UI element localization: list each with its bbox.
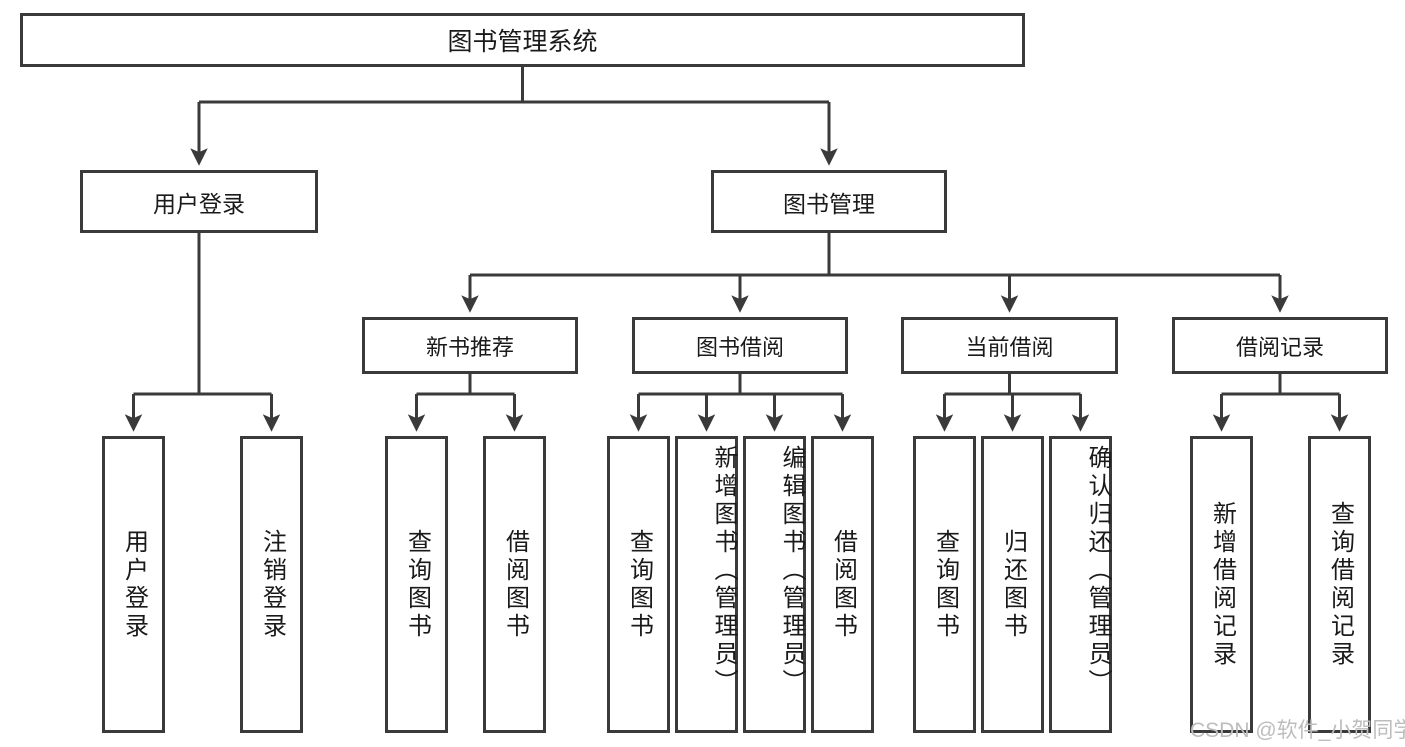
node-label: 新增图书（管理员）	[710, 445, 737, 697]
node-leaf-edit-book-admin[interactable]: 编辑图书（管理员）	[743, 436, 806, 733]
node-new-book-recommend[interactable]: 新书推荐	[362, 317, 578, 374]
node-leaf-query-book-2[interactable]: 查询图书	[607, 436, 670, 733]
csdn-watermark: CSDN @软件_小贺同学	[1190, 719, 1405, 742]
node-label: 注销登录	[258, 528, 286, 641]
node-label: 当前借阅	[965, 334, 1054, 360]
node-leaf-query-book-3[interactable]: 查询图书	[913, 436, 976, 733]
node-leaf-return-book[interactable]: 归还图书	[981, 436, 1044, 733]
node-label: 查询图书	[931, 528, 959, 641]
node-label: 编辑图书（管理员）	[778, 445, 805, 697]
node-leaf-borrow-book-2[interactable]: 借阅图书	[811, 436, 874, 733]
node-leaf-confirm-return-admin[interactable]: 确认归还（管理员）	[1049, 436, 1112, 733]
node-book-management[interactable]: 图书管理	[711, 170, 947, 233]
node-label: 借阅图书	[829, 528, 857, 641]
node-leaf-user-login[interactable]: 用户登录	[102, 436, 165, 733]
node-label: 新书推荐	[425, 334, 514, 360]
node-label: 借阅图书	[501, 528, 529, 641]
node-borrow-record[interactable]: 借阅记录	[1172, 317, 1388, 374]
node-label: 用户登录	[153, 190, 245, 217]
node-book-borrow[interactable]: 图书借阅	[632, 317, 848, 374]
node-label: 查询图书	[403, 528, 431, 641]
node-leaf-add-borrow-record[interactable]: 新增借阅记录	[1190, 436, 1253, 733]
node-label: 归还图书	[999, 528, 1027, 641]
node-root-system[interactable]: 图书管理系统	[20, 13, 1025, 67]
node-leaf-query-borrow-record[interactable]: 查询借阅记录	[1308, 436, 1371, 733]
node-label: 查询借阅记录	[1326, 500, 1354, 669]
node-leaf-user-logout[interactable]: 注销登录	[240, 436, 303, 733]
node-current-borrow[interactable]: 当前借阅	[901, 317, 1118, 374]
node-user-login[interactable]: 用户登录	[80, 170, 318, 233]
node-leaf-query-book-1[interactable]: 查询图书	[385, 436, 448, 733]
node-label: 图书借阅	[695, 334, 784, 360]
node-label: 查询图书	[625, 528, 653, 641]
node-label: 借阅记录	[1235, 334, 1324, 360]
node-label: 新增借阅记录	[1208, 500, 1236, 669]
node-leaf-borrow-book-1[interactable]: 借阅图书	[483, 436, 546, 733]
node-label: 用户登录	[120, 528, 148, 641]
node-leaf-add-book-admin[interactable]: 新增图书（管理员）	[675, 436, 738, 733]
node-label: 确认归还（管理员）	[1084, 445, 1111, 697]
node-label: 图书管理	[783, 190, 875, 217]
